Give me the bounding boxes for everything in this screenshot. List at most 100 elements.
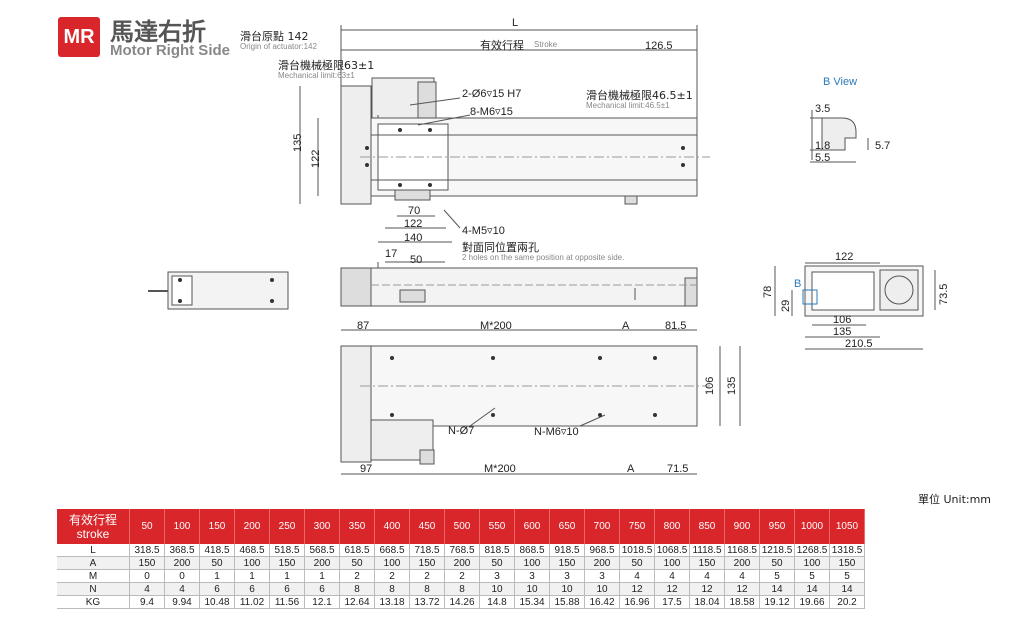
table-cell: 3 <box>479 569 515 583</box>
table-cell: 14 <box>759 582 795 596</box>
table-cell: 150 <box>689 556 725 570</box>
table-cell: 468.5 <box>234 544 270 557</box>
row-label: A <box>57 556 130 570</box>
technical-drawing <box>148 25 936 475</box>
stroke-col-header: 850 <box>689 509 725 544</box>
table-cell: 200 <box>164 556 200 570</box>
end-210-5: 210.5 <box>845 338 873 350</box>
stroke-col-header: 900 <box>724 509 760 544</box>
dim-17: 17 <box>385 248 398 260</box>
table-cell: 4 <box>654 569 690 583</box>
stroke-label: 有效行程 <box>480 39 524 52</box>
table-cell: 13.18 <box>374 595 410 609</box>
table-cell: 1268.5 <box>794 544 830 557</box>
end-73-5: 73.5 <box>938 283 950 305</box>
table-cell: 19.66 <box>794 595 830 609</box>
table-cell: 6 <box>199 582 235 596</box>
bottom-n-m6: N-M6▿10 <box>534 426 579 438</box>
table-cell: 11.02 <box>234 595 270 609</box>
stroke-header-en: stroke <box>76 526 110 541</box>
bottom-m200-top: M*200 <box>480 320 512 332</box>
stroke-label-en: Stroke <box>534 40 558 49</box>
table-cell: 3 <box>549 569 585 583</box>
dim-122: 122 <box>310 149 322 168</box>
table-cell: 11.56 <box>269 595 305 609</box>
table-cell: 12.1 <box>304 595 340 609</box>
table-cell: 1068.5 <box>654 544 690 557</box>
table-cell: 1318.5 <box>829 544 865 557</box>
end-b-marker: B <box>794 278 802 290</box>
table-cell: 1 <box>234 569 270 583</box>
bottom-m200-bottom: M*200 <box>484 463 516 475</box>
stroke-header-zh: 有效行程 <box>68 512 117 527</box>
dim-135: 135 <box>292 133 304 152</box>
table-cell: 100 <box>374 556 410 570</box>
table-cell: 818.5 <box>479 544 515 557</box>
table-cell: 1118.5 <box>689 544 725 557</box>
table-cell: 16.42 <box>584 595 620 609</box>
stroke-col-header: 700 <box>584 509 620 544</box>
table-cell: 5 <box>794 569 830 583</box>
stroke-col-header: 400 <box>374 509 410 544</box>
stroke-col-header: 500 <box>444 509 480 544</box>
table-cell: 0 <box>129 569 165 583</box>
bottom-106: 106 <box>704 376 716 395</box>
table-cell: 17.5 <box>654 595 690 609</box>
bottom-97: 97 <box>360 463 373 475</box>
table-cell: 13.72 <box>409 595 445 609</box>
title-zh: 馬達右折 <box>110 18 206 46</box>
stroke-col-header: 750 <box>619 509 655 544</box>
table-cell: 15.34 <box>514 595 550 609</box>
table-cell: 1018.5 <box>619 544 655 557</box>
table-cell: 12 <box>724 582 760 596</box>
table-cell: 20.2 <box>829 595 865 609</box>
bottom-a-bottom: A <box>627 463 635 475</box>
table-cell: 718.5 <box>409 544 445 557</box>
table-cell: 5 <box>829 569 865 583</box>
stroke-col-header: 50 <box>129 509 165 544</box>
table-cell: 150 <box>129 556 165 570</box>
end-78: 78 <box>762 285 774 298</box>
table-cell: 200 <box>724 556 760 570</box>
table-cell: 150 <box>549 556 585 570</box>
stroke-col-header: 100 <box>164 509 200 544</box>
table-cell: 1168.5 <box>724 544 760 557</box>
table-cell: 968.5 <box>584 544 620 557</box>
table-cell: 16.96 <box>619 595 655 609</box>
hole-spec-2: 8-M6▿15 <box>470 106 513 118</box>
table-cell: 12 <box>654 582 690 596</box>
row-label: L <box>57 544 130 557</box>
table-cell: 10.48 <box>199 595 235 609</box>
table-cell: 18.58 <box>724 595 760 609</box>
table-cell: 50 <box>479 556 515 570</box>
table-cell: 200 <box>584 556 620 570</box>
table-cell: 100 <box>794 556 830 570</box>
table-cell: 5 <box>759 569 795 583</box>
table-cell: 2 <box>339 569 375 583</box>
mech-limit-right-en: Mechanical limit:46.5±1 <box>586 101 670 110</box>
table-cell: 2 <box>374 569 410 583</box>
table-cell: 868.5 <box>514 544 550 557</box>
dim-L: L <box>512 17 519 29</box>
dim-70: 70 <box>408 205 421 217</box>
mr-badge: MR <box>58 17 100 57</box>
table-cell: 12 <box>689 582 725 596</box>
stroke-col-header: 300 <box>304 509 340 544</box>
mech-limit-left-en: Mechanical limit:63±1 <box>278 71 355 80</box>
table-cell: 50 <box>759 556 795 570</box>
table-cell: 0 <box>164 569 200 583</box>
table-cell: 618.5 <box>339 544 375 557</box>
stroke-col-header: 550 <box>479 509 515 544</box>
table-cell: 9.94 <box>164 595 200 609</box>
stroke-col-header: 600 <box>514 509 550 544</box>
bottom-n-7: N-Ø7 <box>448 425 475 437</box>
stroke-col-header: 350 <box>339 509 375 544</box>
table-cell: 50 <box>199 556 235 570</box>
table-cell: 2 <box>444 569 480 583</box>
dim-50: 50 <box>410 254 423 266</box>
table-cell: 200 <box>444 556 480 570</box>
table-cell: 918.5 <box>549 544 585 557</box>
stroke-header: 有效行程 stroke <box>57 509 130 544</box>
